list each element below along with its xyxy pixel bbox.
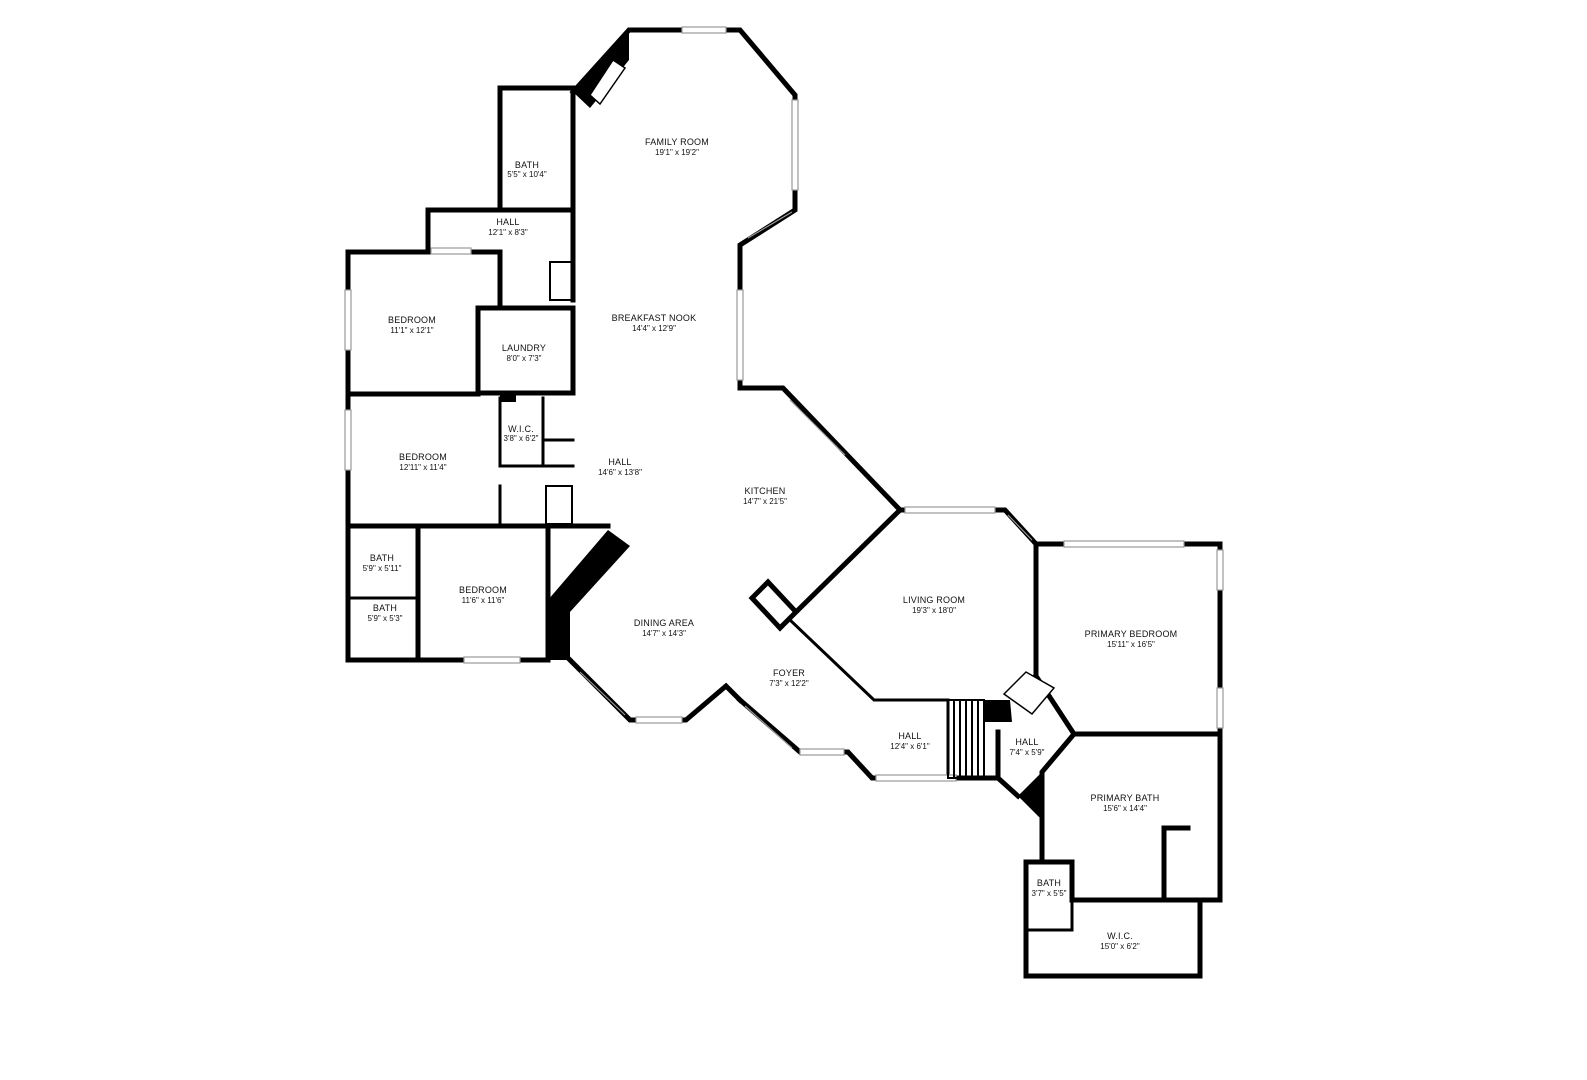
room-dims: 5'5" x 10'4" bbox=[507, 170, 547, 179]
room-label-hall-center: HALL 14'6" x 13'8" bbox=[598, 457, 642, 477]
room-name: BATH bbox=[370, 553, 394, 563]
room-name: DINING AREA bbox=[634, 618, 694, 628]
solid-elements bbox=[500, 30, 1056, 820]
room-name: PRIMARY BATH bbox=[1091, 793, 1160, 803]
room-name: KITCHEN bbox=[745, 486, 786, 496]
room-label-living-room: LIVING ROOM 19'3" x 18'0" bbox=[903, 595, 965, 615]
wall-block-dining bbox=[548, 530, 630, 660]
room-label-wic-small: W.I.C. 3'8" x 6'2" bbox=[504, 424, 539, 443]
wall-block-primary-bath bbox=[1018, 772, 1042, 820]
room-dims: 12'4" x 6'1" bbox=[890, 742, 930, 751]
room-label-dining-area: DINING AREA 14'7" x 14'3" bbox=[634, 618, 694, 638]
room-label-bedroom-3: BEDROOM 11'6" x 11'6" bbox=[459, 585, 507, 605]
room-label-laundry: LAUNDRY 8'0" x 7'3" bbox=[502, 343, 546, 363]
room-label-foyer: FOYER 7'3" x 12'2" bbox=[769, 668, 809, 688]
room-name: FOYER bbox=[773, 668, 805, 678]
room-name: BEDROOM bbox=[388, 315, 436, 325]
room-label-bath-primary-small: BATH 3'7" x 5'5" bbox=[1032, 878, 1067, 898]
room-label-bath-b: BATH 5'9" x 5'3" bbox=[368, 603, 403, 623]
room-label-hall-lower: HALL 12'4" x 6'1" bbox=[890, 731, 930, 751]
room-dims: 14'4" x 12'9" bbox=[632, 324, 676, 333]
room-dims: 19'1" x 19'2" bbox=[655, 148, 699, 157]
room-dims: 15'6" x 14'4" bbox=[1103, 804, 1147, 813]
room-labels: FAMILY ROOM 19'1" x 19'2" BATH 5'5" x 10… bbox=[363, 137, 1178, 951]
room-dims: 7'4" x 5'9" bbox=[1010, 748, 1045, 757]
room-dims: 8'0" x 7'3" bbox=[507, 354, 542, 363]
room-label-primary-bath: PRIMARY BATH 15'6" x 14'4" bbox=[1091, 793, 1160, 813]
room-name: BATH bbox=[1037, 878, 1061, 888]
room-dims: 15'0" x 6'2" bbox=[1100, 942, 1140, 951]
fireplace-hearth-north-icon bbox=[589, 58, 627, 106]
room-label-hall-primary: HALL 7'4" x 5'9" bbox=[1010, 737, 1045, 757]
room-dims: 3'8" x 6'2" bbox=[504, 434, 539, 443]
room-dims: 19'3" x 18'0" bbox=[912, 606, 956, 615]
room-label-breakfast-nook: BREAKFAST NOOK 14'4" x 12'9" bbox=[612, 313, 697, 333]
room-dims: 12'11" x 11'4" bbox=[399, 463, 446, 472]
room-name: LIVING ROOM bbox=[903, 595, 965, 605]
room-name: BATH bbox=[373, 603, 397, 613]
room-name: BREAKFAST NOOK bbox=[612, 313, 697, 323]
room-label-hall-upper: HALL 12'1" x 8'3" bbox=[488, 217, 528, 237]
room-label-bath-upper: BATH 5'5" x 10'4" bbox=[507, 160, 547, 179]
room-name: PRIMARY BEDROOM bbox=[1085, 629, 1178, 639]
room-name: FAMILY ROOM bbox=[645, 137, 709, 147]
room-dims: 5'9" x 5'11" bbox=[363, 564, 402, 573]
room-name: BEDROOM bbox=[459, 585, 507, 595]
room-dims: 3'7" x 5'5" bbox=[1032, 889, 1067, 898]
room-name: BEDROOM bbox=[399, 452, 447, 462]
room-dims: 11'1" x 12'1" bbox=[390, 326, 433, 335]
room-label-bedroom-1: BEDROOM 11'1" x 12'1" bbox=[388, 315, 436, 335]
room-name: W.I.C. bbox=[1107, 931, 1133, 941]
room-label-primary-bedroom: PRIMARY BEDROOM 15'11" x 16'5" bbox=[1085, 629, 1178, 649]
room-dims: 7'3" x 12'2" bbox=[769, 679, 809, 688]
room-dims: 5'9" x 5'3" bbox=[368, 614, 403, 623]
room-label-kitchen: KITCHEN 14'7" x 21'5" bbox=[743, 486, 787, 506]
room-name: HALL bbox=[496, 217, 519, 227]
room-name: LAUNDRY bbox=[502, 343, 546, 353]
fireplace-block-north bbox=[573, 30, 629, 108]
room-name: HALL bbox=[1015, 737, 1038, 747]
room-dims: 14'7" x 21'5" bbox=[743, 497, 787, 506]
room-label-bath-a: BATH 5'9" x 5'11" bbox=[363, 553, 402, 573]
room-dims: 14'7" x 14'3" bbox=[642, 629, 686, 638]
windows bbox=[344, 26, 1224, 782]
room-dims: 14'6" x 13'8" bbox=[598, 468, 642, 477]
room-name: HALL bbox=[608, 457, 631, 467]
room-name: W.I.C. bbox=[508, 424, 534, 434]
room-label-bedroom-2: BEDROOM 12'11" x 11'4" bbox=[399, 452, 447, 472]
room-name: BATH bbox=[515, 160, 539, 170]
room-label-wic-primary: W.I.C. 15'0" x 6'2" bbox=[1100, 931, 1140, 951]
wall-column bbox=[500, 394, 516, 402]
room-name: HALL bbox=[898, 731, 921, 741]
stairs bbox=[545, 261, 985, 779]
room-label-family-room: FAMILY ROOM 19'1" x 19'2" bbox=[645, 137, 709, 157]
room-dims: 15'11" x 16'5" bbox=[1107, 640, 1155, 649]
room-dims: 11'6" x 11'6" bbox=[462, 596, 505, 605]
room-dims: 12'1" x 8'3" bbox=[488, 228, 528, 237]
fireplace-hearth-living-icon bbox=[1002, 671, 1056, 716]
fireplace-block-living bbox=[984, 700, 1012, 722]
